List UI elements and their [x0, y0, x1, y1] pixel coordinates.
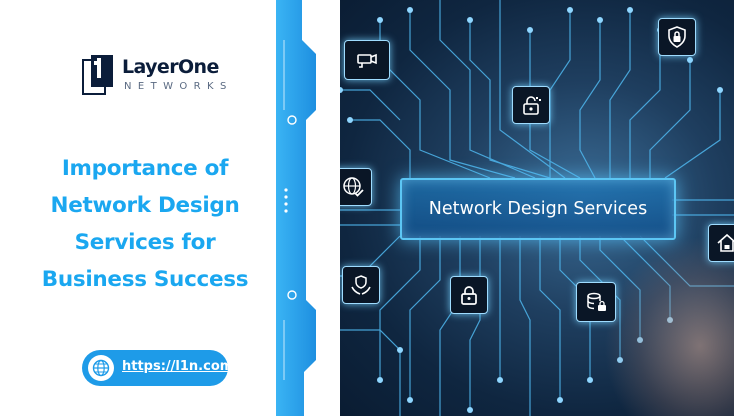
logo-mark-icon: [82, 55, 113, 95]
headline-line-3: Services for: [74, 230, 216, 255]
security-camera-icon: [344, 40, 390, 80]
hero-image: Network Design Services: [340, 0, 734, 416]
headline-line-1: Importance of: [61, 156, 229, 181]
headline-line-4: Business Success: [41, 267, 249, 292]
center-label-text: Network Design Services: [428, 199, 648, 219]
globe-icon: [88, 355, 114, 381]
brand-tagline: NETWORKS: [124, 81, 233, 92]
home-lock-icon: [708, 224, 734, 262]
shield-lock-icon: [658, 18, 696, 56]
url-link-button[interactable]: https://l1n.com: [82, 350, 233, 386]
decorative-ribbon: [276, 0, 316, 416]
url-text[interactable]: https://l1n.com: [122, 359, 234, 374]
network-design-services-label: Network Design Services: [400, 178, 676, 240]
globe-check-icon: [340, 168, 372, 206]
left-panel: LayerOne NETWORKS Importance of Network …: [0, 0, 290, 416]
headline: Importance of Network Design Services fo…: [12, 150, 278, 298]
brand-logo[interactable]: LayerOne NETWORKS: [82, 54, 232, 100]
padlock-icon: [450, 276, 488, 314]
hand-silhouette: [604, 236, 734, 416]
shield-hands-icon: [342, 266, 380, 304]
headline-line-2: Network Design: [50, 193, 240, 218]
database-lock-icon: [576, 282, 616, 322]
digital-lock-icon: [512, 86, 550, 124]
brand-name: LayerOne: [122, 56, 219, 78]
